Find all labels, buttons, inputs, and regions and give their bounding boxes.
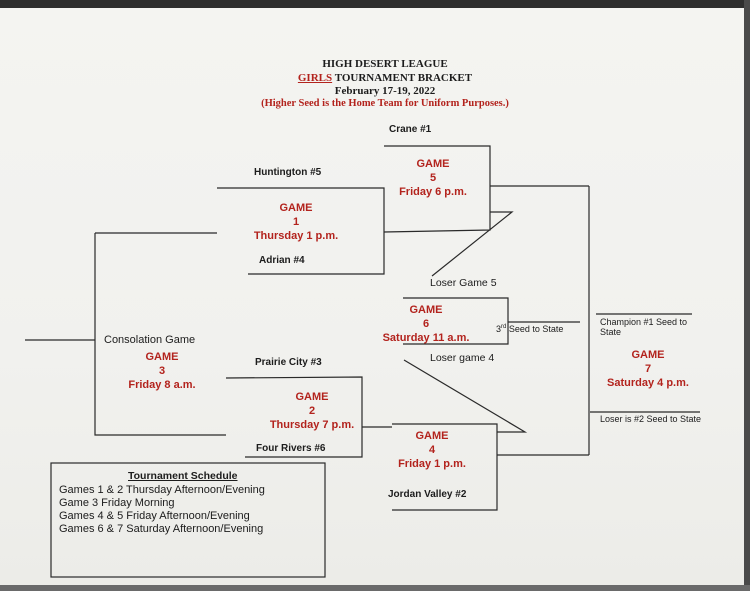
schedule-title: Tournament Schedule <box>128 470 238 482</box>
game5-label: GAME 5 Friday 6 p.m. <box>385 157 481 199</box>
team-adrian: Adrian #4 <box>259 255 305 266</box>
game1-number: 1 <box>292 216 300 228</box>
schedule-line-1: Games 1 & 2 Thursday Afternoon/Evening <box>59 484 265 496</box>
screen-top-edge <box>0 0 750 8</box>
third-seed-label: 3rd Seed to State <box>496 324 563 334</box>
game4-label: GAME 4 Friday 1 p.m. <box>384 429 480 471</box>
game1-time: Thursday 1 p.m. <box>253 230 339 242</box>
game2-bracket <box>225 376 363 458</box>
loser-game4-line <box>403 359 528 433</box>
game2-label: GAME 2 Thursday 7 p.m. <box>262 390 362 432</box>
game3-word: GAME <box>145 351 179 363</box>
third-seed-rest: Seed to State <box>506 324 564 334</box>
loser-game4-label: Loser game 4 <box>430 352 495 364</box>
game3-label: GAME 3 Friday 8 a.m. <box>112 350 212 392</box>
game6-time: Saturday 11 a.m. <box>382 332 470 344</box>
game4-number: 4 <box>428 444 436 456</box>
schedule-box <box>50 462 326 578</box>
team-prairie-city: Prairie City #3 <box>255 357 322 368</box>
loser-game5-line <box>431 211 514 277</box>
girls-label: GIRLS <box>297 72 333 84</box>
game2-time: Thursday 7 p.m. <box>269 419 355 431</box>
schedule-line-4: Games 6 & 7 Saturday Afternoon/Evening <box>59 523 264 535</box>
champion-line1: Champion #1 Seed to <box>600 317 688 327</box>
team-huntington: Huntington #5 <box>254 167 322 178</box>
game5-number: 5 <box>429 172 437 184</box>
game7-word: GAME <box>631 349 665 361</box>
team-crane: Crane #1 <box>389 124 432 135</box>
game7-number: 7 <box>644 363 652 375</box>
schedule-line-2: Game 3 Friday Morning <box>59 497 175 509</box>
third-seed-prefix: 3 <box>496 324 502 334</box>
team-four-rivers: Four Rivers #6 <box>256 443 326 454</box>
game2-word: GAME <box>295 391 329 403</box>
champion-label: Champion #1 Seed to State <box>600 317 687 337</box>
game6-bracket <box>403 297 509 345</box>
consolation-game-label: Consolation Game <box>104 334 196 346</box>
game4-bracket <box>392 423 498 511</box>
game4-time: Friday 1 p.m. <box>398 458 466 470</box>
third-seed-super: rd <box>501 324 507 330</box>
tournament-dates: February 17-19, 2022 <box>334 85 436 97</box>
bracket-title: GIRLS TOURNAMENT BRACKET <box>280 72 490 84</box>
game1-bracket <box>217 187 385 275</box>
game5-bracket <box>383 145 491 233</box>
game6-number: 6 <box>422 318 430 330</box>
loser-game5-label: Loser Game 5 <box>430 277 497 289</box>
game1-word: GAME <box>279 202 313 214</box>
game6-label: GAME 6 Saturday 11 a.m. <box>376 303 476 345</box>
tournament-bracket-label: TOURNAMENT BRACKET <box>334 72 473 84</box>
game2-number: 2 <box>308 405 316 417</box>
game1-label: GAME 1 Thursday 1 p.m. <box>246 201 346 243</box>
loser-seed2-label: Loser is #2 Seed to State <box>600 414 702 424</box>
uniform-note: (Higher Seed is the Home Team for Unifor… <box>261 98 509 109</box>
screen-right-edge <box>744 0 750 591</box>
league-title: HIGH DESERT LEAGUE <box>322 58 448 70</box>
champion-line2: State <box>600 327 622 337</box>
game4-word: GAME <box>415 430 449 442</box>
game5-time: Friday 6 p.m. <box>399 186 467 198</box>
game6-word: GAME <box>409 304 443 316</box>
schedule-line-3: Games 4 & 5 Friday Afternoon/Evening <box>59 510 250 522</box>
schedule-list: Games 1 & 2 Thursday Afternoon/Evening G… <box>59 484 265 536</box>
game3-time: Friday 8 a.m. <box>128 379 196 391</box>
game7-label: GAME 7 Saturday 4 p.m. <box>600 348 696 390</box>
screen-bottom-edge <box>0 585 750 591</box>
game7-time: Saturday 4 p.m. <box>607 377 689 389</box>
game3-bracket <box>94 233 226 436</box>
game3-number: 3 <box>158 365 166 377</box>
game5-word: GAME <box>416 158 450 170</box>
team-jordan-valley: Jordan Valley #2 <box>388 489 467 500</box>
